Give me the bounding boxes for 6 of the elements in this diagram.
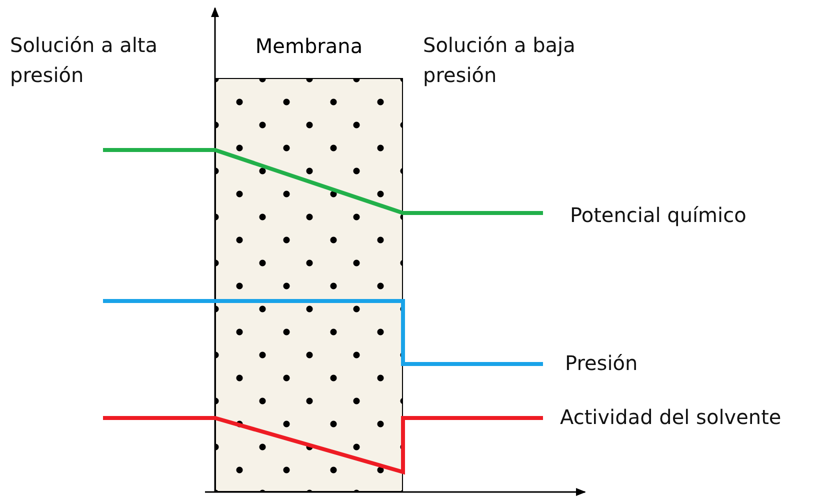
region-label: Solución a baja presión — [423, 32, 576, 89]
line-label: Actividad del solvente — [560, 404, 782, 431]
region-label: Membrana — [254, 34, 364, 58]
region-label: Solución a alta presión — [10, 32, 159, 89]
line-label: Presión — [565, 350, 639, 377]
line-label: Potencial químico — [570, 202, 748, 229]
